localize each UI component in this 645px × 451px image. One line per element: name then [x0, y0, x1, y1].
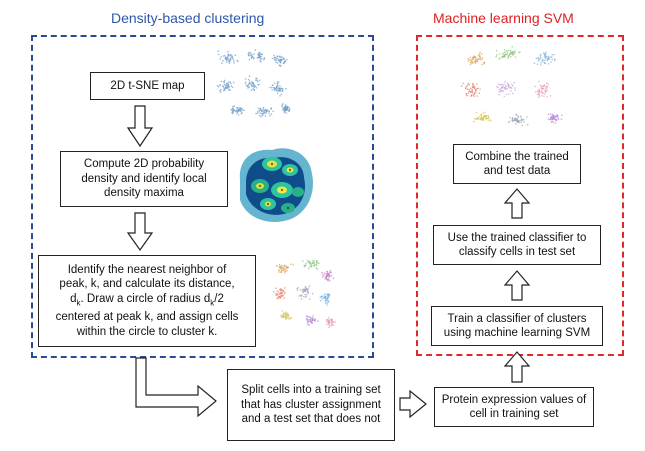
train-box: Train a classifier of clusters using mac… [431, 306, 603, 346]
right-section-title: Machine learning SVM [433, 10, 574, 26]
protein-label: Protein expression values of cell in tra… [441, 393, 587, 421]
tsne-map-box: 2D t-SNE map [90, 72, 205, 100]
clustered-tsne-image [262, 250, 342, 338]
elbow-arrow [135, 357, 217, 418]
up-arrow-2 [503, 270, 531, 301]
nearest-neighbor-box: Identify the nearest neighbor of peak, k… [38, 255, 256, 347]
combine-label: Combine the trained and test data [465, 150, 569, 178]
combine-box: Combine the trained and test data [453, 144, 581, 184]
svm-classified-tsne-image [448, 40, 578, 136]
density-box: Compute 2D probability density and ident… [60, 151, 228, 207]
protein-box: Protein expression values of cell in tra… [434, 387, 594, 427]
train-label: Train a classifier of clusters using mac… [443, 312, 591, 340]
right-arrow [399, 389, 427, 419]
density-label: Compute 2D probability density and ident… [81, 158, 207, 200]
nn-line-5: within the circle to cluster k. [76, 325, 218, 338]
up-arrow-1 [503, 351, 531, 383]
density-clustering-frame [31, 35, 374, 358]
up-arrow-3 [503, 188, 531, 219]
tsne-map-image [206, 42, 298, 124]
tsne-map-label: 2D t-SNE map [110, 79, 185, 92]
nn-line-1: Identify the nearest neighbor of [67, 263, 227, 276]
down-arrow-2 [126, 212, 154, 252]
split-label: Split cells into a training set that has… [241, 384, 381, 426]
use-classifier-label: Use the trained classifier to classify c… [447, 231, 587, 259]
use-classifier-box: Use the trained classifier to classify c… [433, 225, 601, 265]
split-box: Split cells into a training set that has… [227, 369, 395, 441]
nn-line-4: centered at peak k, and assign cells [55, 311, 239, 324]
left-section-title: Density-based clustering [111, 10, 265, 26]
density-heatmap-image [232, 140, 318, 228]
nn-line-2: peak, k, and calculate its distance, [59, 278, 235, 291]
down-arrow-1 [126, 105, 154, 148]
nn-line-3: dk. Draw a circle of radius dk/2 [70, 292, 224, 307]
